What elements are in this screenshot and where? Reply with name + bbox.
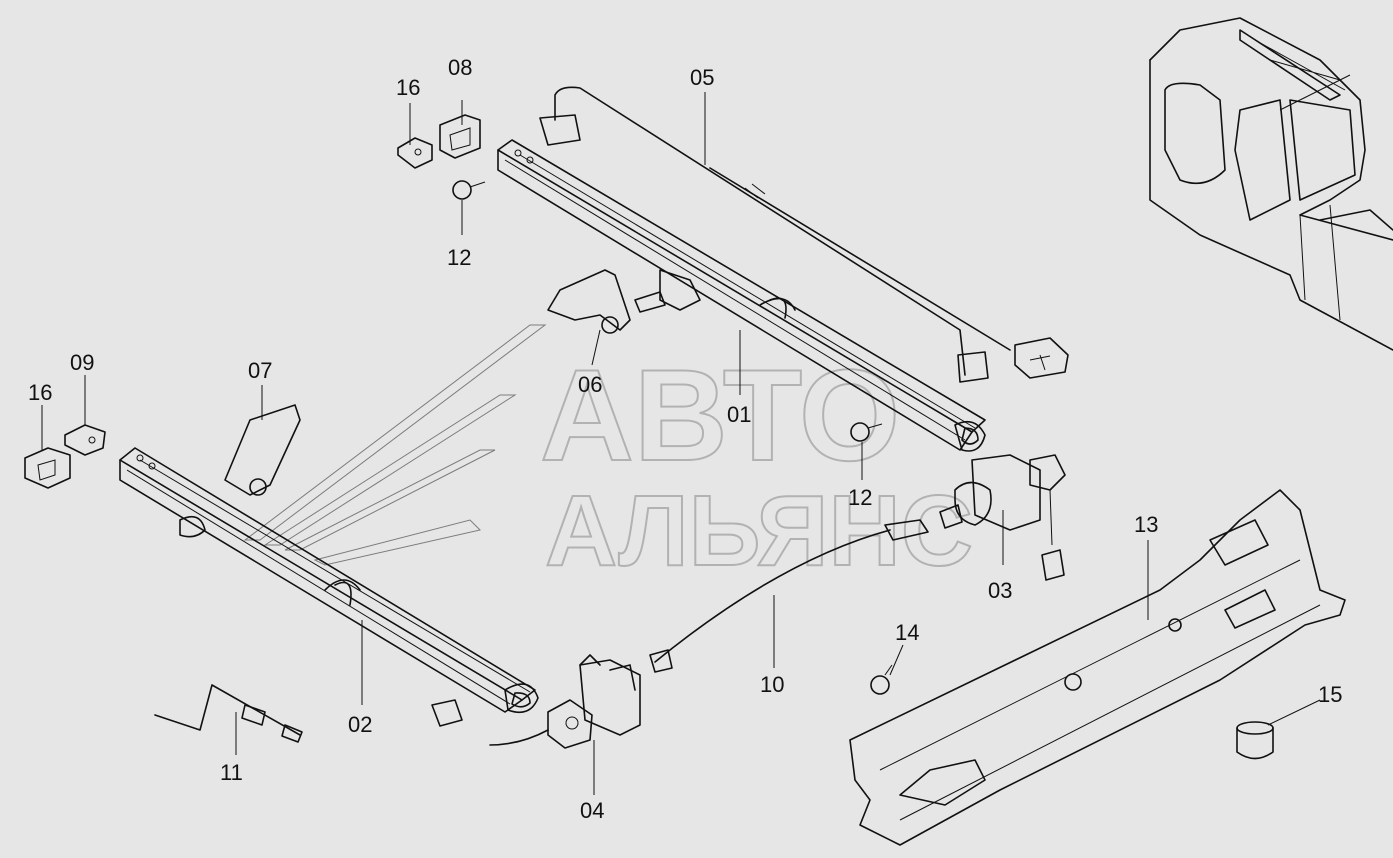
part-02-lower-rail <box>119 447 539 714</box>
label-13: 13 <box>1134 512 1158 537</box>
part-labels: 08 16 05 12 06 01 07 09 16 12 03 13 14 1… <box>28 55 1342 823</box>
part-07-bracket <box>224 404 301 496</box>
label-05: 05 <box>690 65 714 90</box>
part-04-lower-lock <box>547 654 641 749</box>
cab-inset <box>1149 17 1393 351</box>
label-12-upper: 12 <box>447 245 471 270</box>
label-16-lower: 16 <box>28 380 52 405</box>
part-09-clip <box>64 424 106 456</box>
label-07: 07 <box>248 358 272 383</box>
part-16-clip-upper <box>397 137 433 169</box>
label-12-lower: 12 <box>848 485 872 510</box>
part-12-bolt-lower <box>850 422 883 442</box>
part-16-clip-lower <box>24 447 71 489</box>
label-14: 14 <box>895 620 919 645</box>
watermark-line-1: АВТО <box>540 342 900 488</box>
part-06-bracket <box>547 269 666 334</box>
label-08: 08 <box>448 55 472 80</box>
label-16-upper: 16 <box>396 75 420 100</box>
label-11: 11 <box>220 760 243 785</box>
part-01-upper-rail <box>497 139 986 452</box>
watermark-logo-chevrons <box>243 324 547 566</box>
part-08-block <box>439 114 481 159</box>
part-15-pad <box>1236 721 1274 760</box>
watermark: АВТО АЛЬЯНС <box>243 324 974 588</box>
label-03: 03 <box>988 578 1012 603</box>
label-15: 15 <box>1318 682 1342 707</box>
part-13-base-frame <box>849 489 1346 846</box>
label-01: 01 <box>727 402 751 427</box>
label-10: 10 <box>760 672 784 697</box>
label-04: 04 <box>580 798 604 823</box>
leader-lines <box>41 92 1321 795</box>
part-14-bolt <box>870 664 893 695</box>
part-03-upper-lock <box>939 454 1066 581</box>
part-11-lever <box>154 684 303 743</box>
label-02: 02 <box>348 712 372 737</box>
watermark-line-2: АЛЬЯНС <box>545 475 973 587</box>
part-12-bolt-upper <box>452 180 486 200</box>
label-06: 06 <box>578 372 602 397</box>
part-05-upper-harness <box>539 86 1069 383</box>
label-09: 09 <box>70 350 94 375</box>
part-10-cable <box>431 519 929 746</box>
